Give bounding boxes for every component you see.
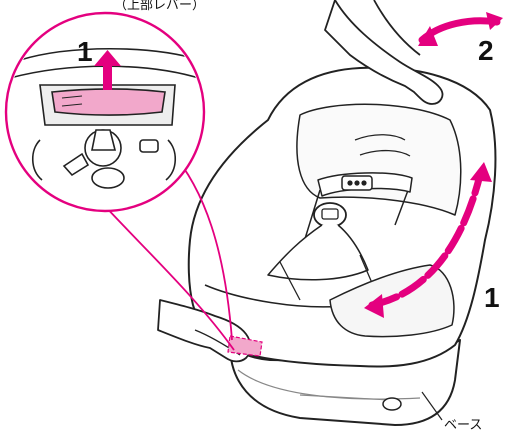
base-label: ベース: [444, 414, 482, 433]
top-lever-caption: （上部レバー）: [114, 0, 205, 13]
tilt-step-number: 2: [478, 35, 494, 67]
rotate-step-number: 1: [484, 282, 500, 314]
upper-lever: [52, 89, 165, 115]
inset-step-number: 1: [77, 36, 93, 68]
